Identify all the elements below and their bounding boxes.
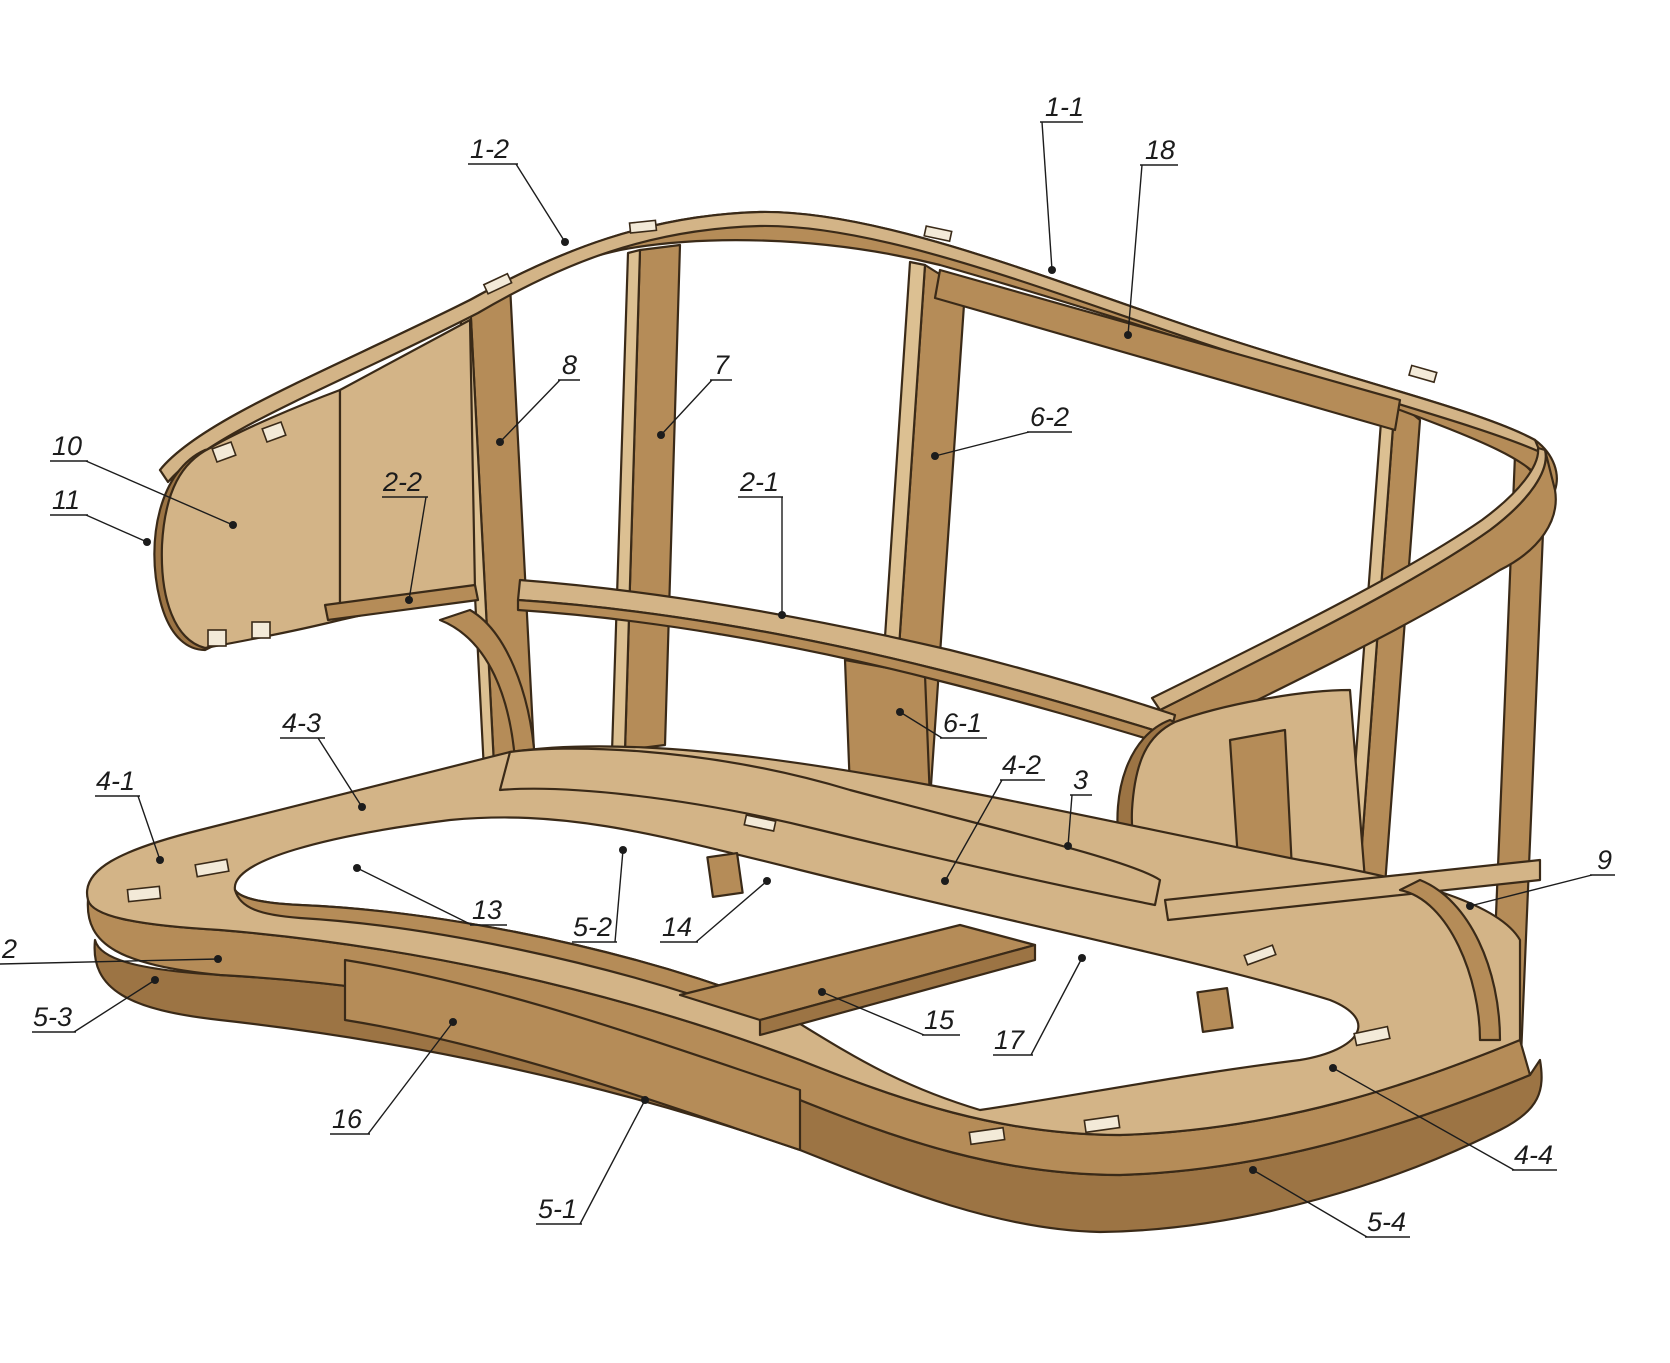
callout-4-4: 4-4 (1329, 1064, 1557, 1171)
label-11: 11 (52, 485, 80, 515)
callout-2: 2 (0, 934, 222, 965)
label-7: 7 (714, 350, 730, 380)
blocks-14 (706, 852, 1234, 1033)
label-2-2: 2-2 (382, 467, 422, 497)
label-2-1: 2-1 (739, 467, 779, 497)
label-2: 2 (1, 934, 17, 964)
label-13: 13 (472, 895, 502, 925)
label-15: 15 (924, 1005, 955, 1035)
label-9: 9 (1597, 845, 1612, 875)
cross-member (678, 923, 1037, 1037)
callout-2-1: 2-1 (738, 467, 786, 619)
label-4-4: 4-4 (1514, 1140, 1553, 1170)
label-18: 18 (1145, 135, 1175, 165)
callout-14: 14 (660, 877, 771, 943)
label-1-2: 1-2 (470, 134, 509, 164)
callout-10: 10 (50, 431, 237, 529)
label-5-2: 5-2 (573, 912, 612, 942)
right-arm-rail (1150, 446, 1557, 742)
label-4-3: 4-3 (282, 708, 321, 738)
callout-1-1: 1-1 (1040, 92, 1084, 274)
callout-4-1: 4-1 (95, 766, 164, 864)
callout-15: 15 (818, 988, 960, 1036)
callout-17: 17 (993, 954, 1086, 1056)
label-8: 8 (562, 350, 577, 380)
callout-5-4: 5-4 (1249, 1166, 1410, 1238)
label-1-1: 1-1 (1045, 92, 1084, 122)
right-bracket (1163, 858, 1542, 1042)
callout-4-2: 4-2 (941, 750, 1045, 885)
label-5-1: 5-1 (538, 1194, 577, 1224)
callout-18: 18 (1124, 135, 1178, 339)
callout-6-1: 6-1 (896, 708, 987, 739)
front-rail (343, 958, 802, 1152)
label-10: 10 (52, 431, 82, 461)
callout-9: 9 (1466, 845, 1615, 910)
label-6-2: 6-2 (1030, 402, 1069, 432)
seat-board (498, 747, 1162, 907)
label-4-1: 4-1 (96, 766, 135, 796)
sofa-frame-drawing (85, 210, 1558, 1234)
callout-1-2: 1-2 (468, 134, 569, 246)
label-14: 14 (662, 912, 692, 942)
callouts: 1-1 18 1-2 8 7 (0, 92, 1615, 1238)
callout-5-1: 5-1 (536, 1096, 649, 1225)
label-5-4: 5-4 (1367, 1207, 1406, 1237)
label-3: 3 (1073, 765, 1088, 795)
callout-7: 7 (657, 350, 732, 439)
label-4-2: 4-2 (1002, 750, 1041, 780)
callout-16: 16 (330, 1018, 457, 1135)
callout-13: 13 (353, 864, 507, 926)
callout-6-2: 6-2 (931, 402, 1072, 460)
callout-8: 8 (496, 350, 580, 446)
callout-5-2: 5-2 (572, 846, 627, 943)
label-17: 17 (994, 1025, 1025, 1055)
callout-11: 11 (50, 485, 151, 546)
callout-2-2: 2-2 (382, 467, 428, 604)
label-6-1: 6-1 (943, 708, 982, 738)
callout-3: 3 (1064, 765, 1092, 850)
label-16: 16 (332, 1104, 363, 1134)
label-5-3: 5-3 (33, 1002, 72, 1032)
callout-4-3: 4-3 (280, 708, 366, 811)
callout-5-3: 5-3 (32, 976, 159, 1033)
left-side-panel (153, 388, 342, 652)
